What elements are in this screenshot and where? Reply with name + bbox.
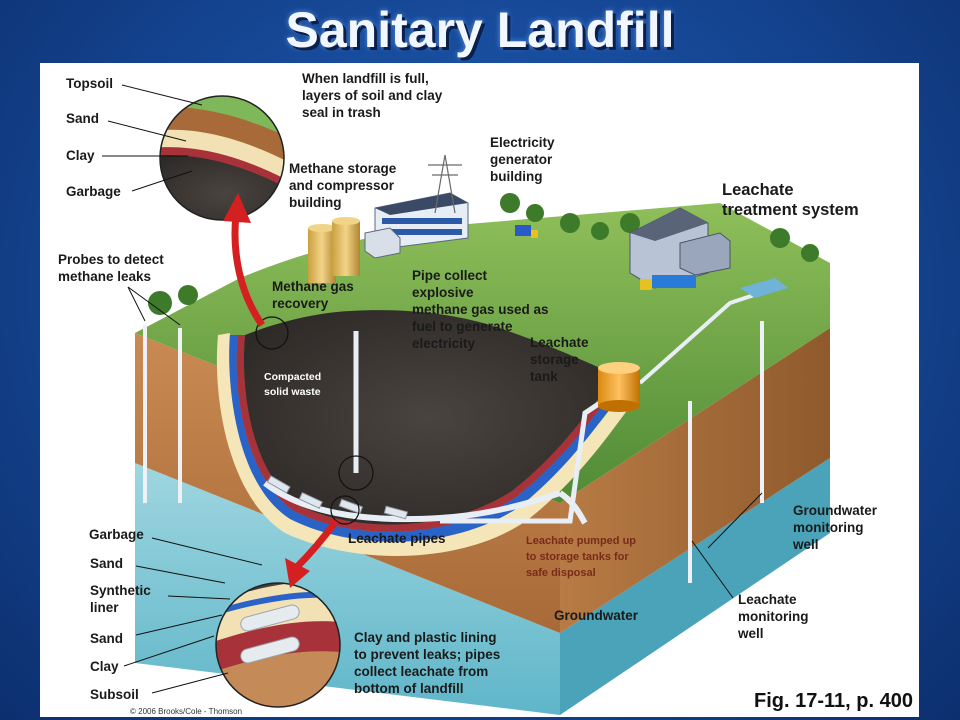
tree [801, 244, 819, 262]
arrow-head-icon [223, 193, 251, 223]
pipe-segment [338, 498, 364, 515]
label-subsoil: Subsoil [90, 687, 139, 702]
bottom-detail-circle [215, 582, 341, 708]
truck [640, 275, 696, 290]
tree [178, 285, 198, 305]
slide-title: Sanitary Landfill [285, 2, 675, 58]
tree [560, 213, 580, 233]
liner-detail-marker [330, 495, 360, 525]
arrow-to-top-detail [231, 214, 265, 327]
tree [500, 193, 520, 213]
pipe-segment [383, 505, 409, 520]
top-detail-circle [159, 95, 285, 221]
label-sand-bottom: Sand [90, 556, 124, 571]
label-clay-bottom: Clay [90, 659, 119, 674]
arrow-head-icon [285, 558, 310, 588]
label-leachate-pipes: Leachate pipes [348, 531, 446, 546]
label-sand-bottom-2: Sand [90, 631, 124, 646]
pipe-detail-marker [338, 455, 374, 491]
tree [148, 291, 172, 315]
label-groundwater: Groundwater [554, 608, 639, 623]
tree [620, 213, 640, 233]
methane-storage-tanks [308, 217, 360, 283]
diagram-panel: Topsoil Sand Clay Garbage When landfill … [40, 63, 919, 717]
landfill-illustration [102, 84, 830, 715]
label-topsoil: Topsoil [66, 76, 113, 91]
figure-reference: Fig. 17-11, p. 400 [754, 690, 913, 712]
leader-lines [102, 84, 763, 694]
power-tower [428, 154, 462, 214]
electricity-generator-building [364, 192, 469, 259]
leachate-pipe-network [263, 480, 588, 525]
clay-liner-layer [236, 335, 622, 532]
label-seal: When landfill is full,layers of soil and… [302, 71, 443, 120]
methane-recovery-marker [255, 316, 289, 350]
leachate-treatment-building [629, 207, 788, 298]
groundwater-side [560, 458, 830, 715]
label-clay-top: Clay [66, 148, 95, 163]
label-sand-top: Sand [66, 111, 100, 126]
leachate-transfer-pipe [638, 291, 761, 385]
label-garbage-top: Garbage [66, 184, 121, 199]
tree [770, 228, 790, 248]
garbage-mass [243, 310, 616, 525]
copyright-notice: © 2006 Brooks/Cole - Thomson [130, 707, 243, 716]
top-layers-detail [160, 96, 284, 220]
tree [526, 204, 544, 222]
pipe-segment [266, 475, 291, 494]
tree [591, 222, 609, 240]
bottom-layers-detail [216, 583, 340, 707]
pipe-segment [298, 491, 323, 509]
truck [515, 225, 538, 238]
label-garbage-bottom: Garbage [89, 527, 144, 542]
leachate-storage-tank [598, 362, 640, 412]
synthetic-liner-layer [229, 335, 628, 542]
